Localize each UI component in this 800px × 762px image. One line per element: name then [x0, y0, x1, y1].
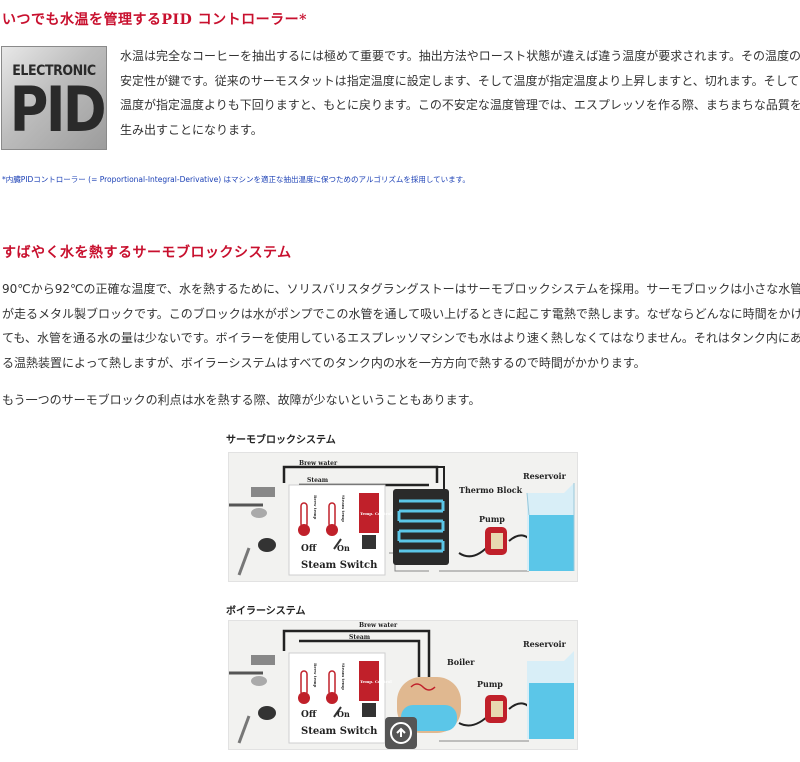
- pid-paragraph-line: 水温は完全なコーヒーを抽出するには極めて重要です。抽出方法やロースト状態が違えば…: [120, 49, 800, 63]
- gauge1-label: Brew temp: [313, 495, 318, 519]
- reservoir-label: Reservoir: [523, 471, 567, 481]
- thermoblock-section-title: すばやく水を熱するサーモブロックシステム: [2, 245, 292, 261]
- boiler-diagram-label: ボイラーシステム: [226, 606, 306, 617]
- on-label: On: [337, 709, 350, 719]
- steam-label: Steam: [349, 634, 371, 641]
- steam-label: Steam: [307, 477, 329, 484]
- thermoblock-advantage-text: もう一つのサーモブロックの利点は水を熱する際、故障が少ないということもあります。: [2, 393, 481, 407]
- scroll-to-top-button[interactable]: [385, 717, 417, 749]
- thermoblock-paragraph-line: ても、水管を通る水の量は少ないです。ボイラーを使用しているエスプレッソマシンでも…: [2, 331, 800, 345]
- gauge2-label: Steam temp: [341, 495, 346, 522]
- pid-logo-top-text: ELECTRONIC: [12, 63, 96, 79]
- pump-label: Pump: [479, 514, 505, 524]
- reservoir-label: Reservoir: [523, 639, 567, 649]
- pid-section-title: いつでも水温を管理するPID コントローラー*: [2, 12, 307, 28]
- pid-logo-big-text: PID: [9, 73, 106, 146]
- pid-footnote: *内臓PIDコントローラー (= Proportional-Integral-D…: [2, 175, 470, 184]
- brew-water-label: Brew water: [299, 460, 338, 467]
- thermoblock-diagram-label: サーモブロックシステム: [226, 435, 336, 446]
- thermoblock-paragraph-line: る温熱装置によって熱しますが、ボイラーシステムはすべてのタンク内の水を一方方向で…: [2, 355, 646, 370]
- steam-switch-label: Steam Switch: [301, 560, 378, 571]
- temp-control-label: Temp. Control: [360, 679, 392, 684]
- temp-control-label: Temp. Control: [360, 511, 392, 516]
- brew-water-label: Brew water: [359, 622, 398, 629]
- gauge1-label: Brew temp: [313, 663, 318, 687]
- steam-switch-label: Steam Switch: [301, 726, 378, 737]
- heater-label: Boiler: [447, 657, 475, 667]
- arrow-up-circle-icon: [390, 722, 412, 744]
- pid-paragraph-line: 安定性が鍵です。従来のサーモスタットは指定温度に設定します、そして温度が指定温度…: [120, 73, 800, 88]
- off-label: Off: [301, 710, 317, 720]
- pump-label: Pump: [477, 679, 503, 689]
- pid-paragraph-line: 生み出すことになります。: [120, 122, 263, 137]
- electronic-pid-logo: ELECTRONIC PID: [1, 46, 107, 150]
- pid-paragraph-line: 温度が指定温度よりも下回りますと、もとに戻ります。この不安定な温度管理では、エス…: [120, 98, 800, 112]
- on-label: On: [337, 543, 350, 553]
- thermoblock-diagram: Brew water Steam Thermo Block Reservoir …: [228, 452, 578, 582]
- thermoblock-paragraph-line: が走るメタル製ブロックです。このブロックは水がポンプでこの水管を通して吸い上げる…: [2, 306, 800, 321]
- off-label: Off: [301, 544, 317, 554]
- thermoblock-diagram-svg: Brew water Steam Thermo Block Reservoir …: [229, 460, 575, 576]
- heater-label: Thermo Block: [459, 485, 523, 495]
- thermoblock-paragraph-line: 90℃から92℃の正確な温度で、水を熱するために、ソリスバリスタグラングストーは…: [2, 282, 800, 296]
- boiler-diagram-svg: Brew water Steam Boiler Reservoir Pump O…: [229, 622, 574, 744]
- boiler-diagram: Brew water Steam Boiler Reservoir Pump O…: [228, 620, 578, 750]
- gauge2-label: Steam temp: [341, 663, 346, 690]
